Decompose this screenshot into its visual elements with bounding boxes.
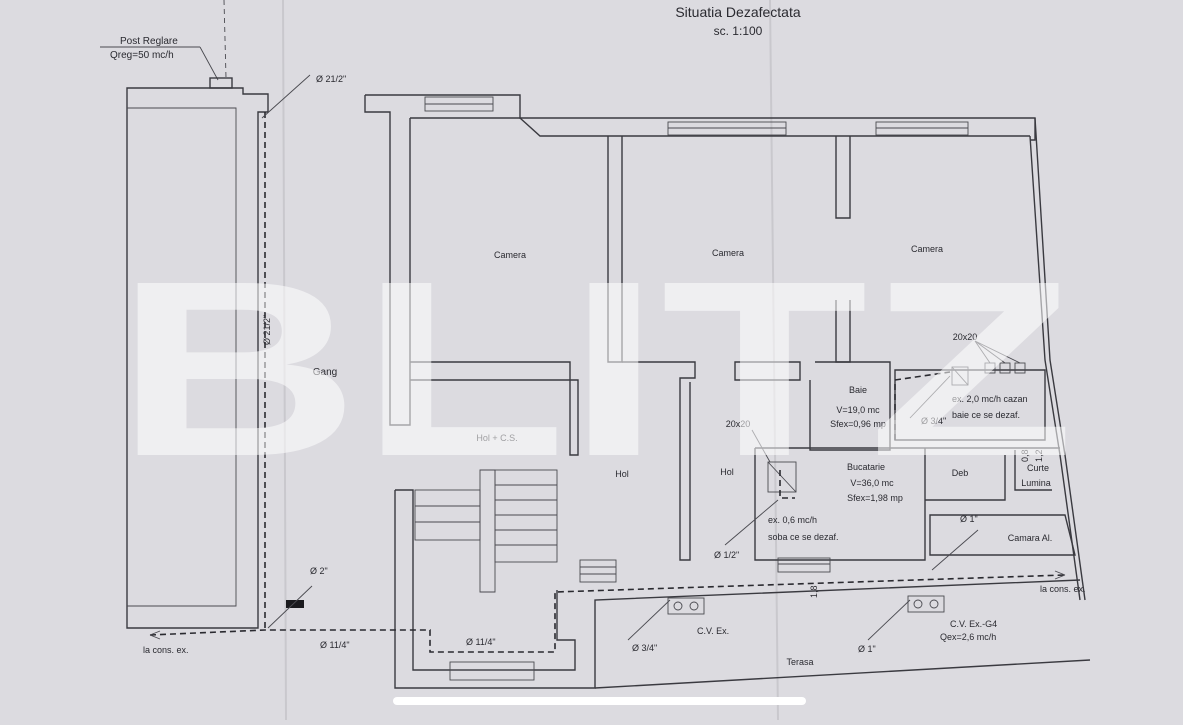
watermark-text: BLITZ xyxy=(115,229,1075,508)
dimension-08: 0,8 xyxy=(1020,449,1030,462)
bucatarie-surface: Sfex=1,98 mp xyxy=(847,493,903,503)
room-label-gang: Gang xyxy=(313,367,337,378)
stove-symbol xyxy=(767,461,797,493)
baie-volume: V=19,0 mc xyxy=(836,405,880,415)
meter-cv-ex-g4-label: C.V. Ex.-G4 xyxy=(950,619,997,629)
paper-fold xyxy=(282,0,287,721)
room-label-camera-3: Camera xyxy=(911,244,943,254)
leader-line xyxy=(724,499,779,546)
meter-flow-label: Qex=2,6 mc/h xyxy=(940,632,996,642)
pipe-label-kitchen-1-2: Ø 1/2" xyxy=(714,550,739,560)
meter-cv-ex-g4 xyxy=(907,595,945,613)
post-reglare-flow: Qreg=50 mc/h xyxy=(110,50,174,61)
leader-line xyxy=(267,585,313,629)
room-label-camara: Camara Al. xyxy=(1008,533,1053,543)
leader-line xyxy=(261,74,311,119)
building-walls xyxy=(364,94,1091,689)
boiler-note-2: baie ce se dezaf. xyxy=(952,410,1020,420)
stove-note-1: ex. 0,6 mc/h xyxy=(768,515,817,525)
pipe-label-kitchen-1: Ø 1" xyxy=(960,514,978,524)
drawing-scale: sc. 1:100 xyxy=(714,24,763,38)
arrow-left xyxy=(149,630,161,640)
pipe-supply xyxy=(223,0,227,79)
leader-line xyxy=(931,529,979,571)
gang-walls xyxy=(126,87,269,629)
pipe-label-2: Ø 2" xyxy=(310,566,328,576)
stove-symbol xyxy=(767,461,797,493)
stove-note-2: soba ce se dezaf. xyxy=(768,532,839,542)
room-label-hol-1: Hol xyxy=(615,469,629,479)
room-label-camera-1: Camera xyxy=(494,250,526,260)
room-label-bucatarie: Bucatarie xyxy=(847,462,885,472)
pipe-label-1-bottom: Ø 1" xyxy=(858,644,876,654)
pipe-label-vertical: Ø 21/2" xyxy=(262,315,272,345)
boiler-symbol xyxy=(951,366,969,386)
meter-cv-ex-label: C.V. Ex. xyxy=(697,626,729,636)
pipe-bath xyxy=(894,371,951,440)
boiler-symbol xyxy=(951,366,969,386)
drawing-title: Situatia Dezafectata xyxy=(675,4,801,20)
arrow-right xyxy=(1054,570,1066,580)
leader-line xyxy=(751,429,771,463)
pipe-label-11-4-b: Ø 11/4" xyxy=(466,637,496,647)
pipe-label-3-4-bottom: Ø 3/4" xyxy=(632,643,657,653)
scroll-indicator[interactable] xyxy=(393,697,806,705)
room-label-hol-cs: Hol + C.S. xyxy=(476,433,517,443)
leader-line xyxy=(199,46,219,81)
dimension-12: 1,2 xyxy=(1034,449,1044,462)
pipe-label-11-4-a: Ø 11/4" xyxy=(320,640,350,650)
leader-line xyxy=(867,599,911,641)
bucatarie-volume: V=36,0 mc xyxy=(850,478,894,488)
valve-symbol xyxy=(286,600,304,608)
dimension-18: 1,8 xyxy=(809,585,819,598)
room-label-camera-2: Camera xyxy=(712,248,744,258)
vent-dimension-kitchen: 20x20 xyxy=(726,419,751,429)
room-label-baie: Baie xyxy=(849,385,867,395)
meter-cv-ex xyxy=(667,597,705,615)
room-label-terasa: Terasa xyxy=(786,657,813,667)
room-label-hol-2: Hol xyxy=(720,467,734,477)
room-label-curte: Curte xyxy=(1027,463,1049,473)
leader-line xyxy=(909,375,951,419)
room-label-deb: Deb xyxy=(952,468,969,478)
leader-line xyxy=(974,340,1021,364)
vent-dimension-bath: 20x20 xyxy=(953,332,978,342)
baie-surface: Sfex=0,96 mp xyxy=(830,419,886,429)
regulator-box xyxy=(209,77,233,89)
room-label-lumina: Lumina xyxy=(1021,478,1051,488)
pipe-label-bath: Ø 3/4" xyxy=(921,416,946,426)
leader-line xyxy=(627,599,671,641)
pipe-end-right: la cons. ex. xyxy=(1040,584,1086,594)
stairs xyxy=(414,469,558,593)
pipe-label-top: Ø 21/2" xyxy=(316,74,346,84)
post-reglare-label: Post Reglare xyxy=(120,36,178,47)
pipe-end-left: la cons. ex. xyxy=(143,645,189,655)
pipe-main-horizontal xyxy=(149,574,1066,653)
paper-fold xyxy=(769,0,779,721)
boiler-note-1: ex. 2,0 mc/h cazan xyxy=(952,394,1028,404)
